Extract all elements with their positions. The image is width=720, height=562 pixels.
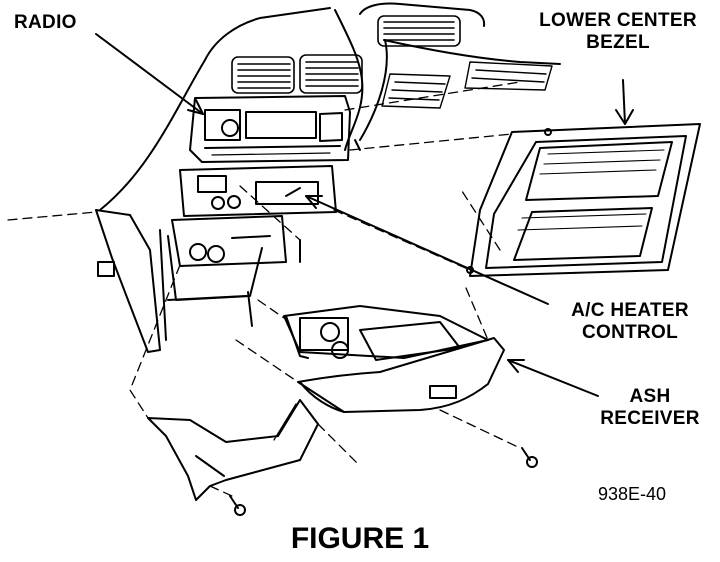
leader-radio — [95, 33, 204, 115]
mounting-bracket — [95, 209, 301, 353]
ash-receiver-assembly — [283, 305, 505, 413]
lower-trim-panel — [147, 399, 319, 501]
label-ac-heater-control-line1: A/C HEATER — [571, 300, 689, 321]
radio-unit — [189, 95, 351, 163]
leader-lines — [95, 33, 634, 397]
lower-center-bezel — [466, 123, 701, 277]
label-radio: RADIO — [14, 12, 77, 33]
figure-title: FIGURE 1 — [290, 522, 430, 555]
leader-bezel — [622, 79, 626, 125]
label-lower-center-bezel-line1: LOWER CENTER — [539, 10, 697, 31]
leader-ash-receiver — [507, 359, 599, 397]
label-ash-receiver-line1: ASH — [629, 386, 671, 407]
label-lower-center-bezel-line2: BEZEL — [586, 32, 650, 53]
alignment-lines — [7, 81, 521, 497]
label-ac-heater-control-line2: CONTROL — [581, 322, 679, 343]
label-ash-receiver: ASH RECEIVER — [590, 386, 710, 430]
label-ash-receiver-line2: RECEIVER — [600, 408, 700, 429]
figure-code: 938E-40 — [598, 484, 667, 504]
dashboard-outline — [99, 2, 561, 211]
label-lower-center-bezel: LOWER CENTER BEZEL — [528, 10, 708, 54]
air-vents — [231, 15, 461, 94]
leader-ac-heater — [305, 195, 549, 305]
label-ac-heater-control: A/C HEATER CONTROL — [560, 300, 700, 344]
dash-right-panel — [381, 61, 553, 109]
ac-heater-control-unit — [179, 165, 337, 217]
screws — [229, 447, 538, 516]
